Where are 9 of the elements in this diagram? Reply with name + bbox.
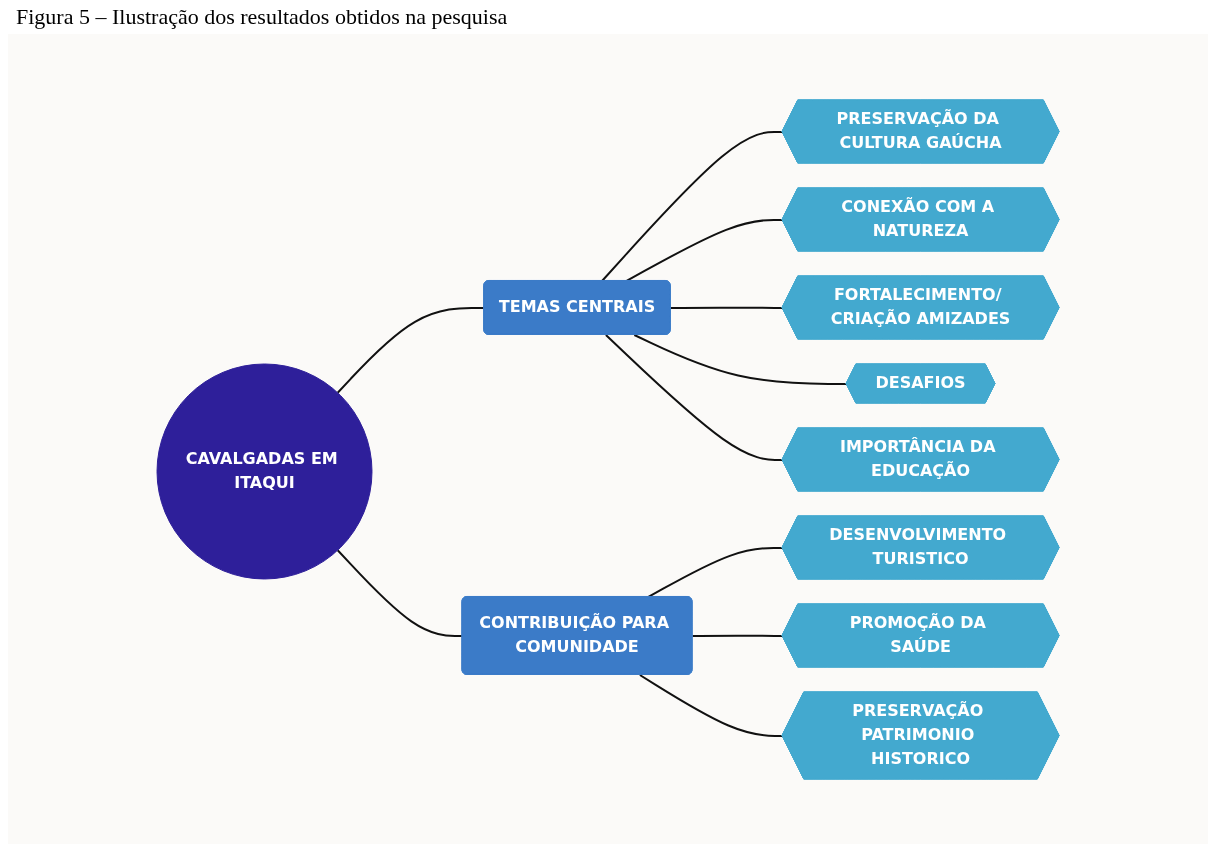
connector: [633, 333, 848, 385]
node-circle: CAVALGADAS EM ITAQUI: [156, 363, 373, 579]
connector: [625, 218, 784, 282]
connector: [669, 306, 784, 309]
connector: [604, 333, 784, 461]
connector: [691, 634, 784, 637]
connector: [638, 673, 784, 737]
connector: [601, 130, 784, 282]
figure-title: Figura 5 – Ilustração dos resultados obtidos na pesquisa: [15, 3, 509, 31]
